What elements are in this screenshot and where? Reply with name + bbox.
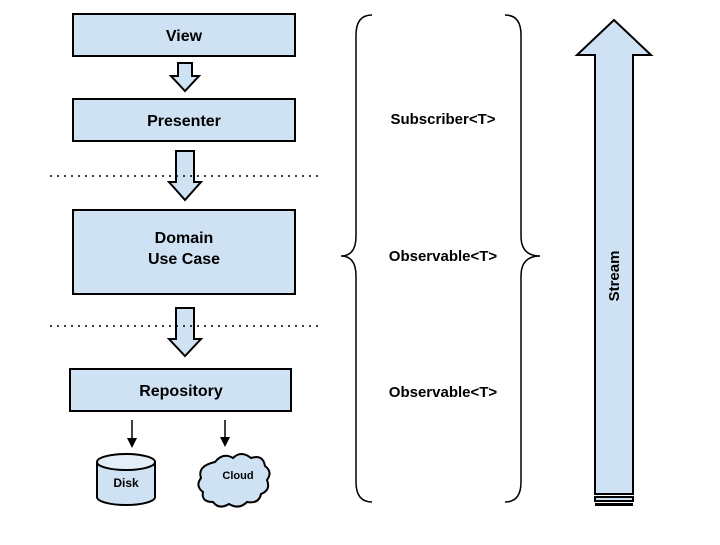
left-brace-icon (340, 14, 373, 503)
repository-box (69, 368, 292, 412)
repository-label: Repository (139, 383, 223, 400)
disk-label: Disk (113, 476, 139, 490)
disk-icon (96, 453, 156, 506)
view-label: View (166, 28, 203, 45)
subscriber-type-label: Subscriber<T> (390, 111, 495, 128)
cloud-label: Cloud (222, 470, 253, 482)
stream-arrow-base (594, 496, 634, 502)
repository-observable-type-label: Observable<T> (389, 384, 498, 401)
stream-arrow-icon (574, 18, 654, 495)
arrow-head (127, 438, 137, 448)
stream-arrow-base-line (595, 503, 633, 506)
right-brace-icon (504, 14, 541, 503)
arrow-view-presenter-icon (168, 62, 202, 93)
domain-label: Domain (155, 230, 214, 247)
stream-label: Stream (606, 251, 623, 302)
view-box (72, 13, 296, 57)
arrow-head (220, 437, 230, 447)
domain-observable-type-label: Observable<T> (389, 248, 498, 265)
presenter-label: Presenter (147, 113, 221, 130)
arrow-domain-repository-icon (166, 307, 204, 358)
cloud-icon (197, 453, 271, 508)
domain-box (72, 209, 296, 295)
presenter-box (72, 98, 296, 142)
use-case-label: Use Case (148, 251, 220, 268)
